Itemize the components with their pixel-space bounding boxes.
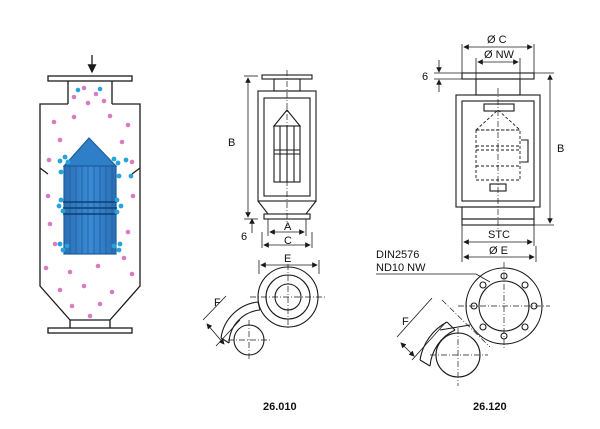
model-26120-dimensions — [376, 44, 554, 283]
particles-blue — [56, 86, 134, 253]
caption-26120: 26.120 — [473, 401, 507, 413]
housing-body — [39, 103, 141, 321]
top-flange — [47, 75, 133, 82]
flange-spec-line2: ND10 NW — [376, 262, 426, 274]
dim-6-label-26010: 6 — [241, 231, 247, 243]
model-26120-top-view — [396, 262, 550, 386]
dim-f-label-26120: F — [402, 316, 409, 328]
cutaway-illustration — [39, 55, 141, 334]
dim-e-label-26010: E — [284, 253, 291, 265]
model-26120-drawing — [455, 72, 541, 230]
dim-nw-label: Ø NW — [484, 49, 515, 61]
caption-26010: 26.010 — [263, 401, 297, 413]
dim-e-label-26120: Ø E — [489, 245, 508, 257]
dim-a-label: A — [284, 221, 292, 233]
model-26010-top-view — [202, 264, 326, 360]
dim-6-label-26120: 6 — [422, 71, 428, 83]
dim-c-label-26120: Ø C — [487, 34, 507, 46]
dim-stc-label: STC — [488, 229, 510, 241]
flange-spec-line1: DIN2576 — [376, 249, 419, 261]
dim-b-label-26010: B — [228, 137, 235, 149]
dim-f-label-26010: F — [214, 297, 221, 309]
model-26010-drawing — [257, 70, 317, 226]
filter-cartridge — [62, 137, 118, 255]
model-26010-dimensions — [244, 75, 320, 274]
particles-pink — [43, 85, 136, 319]
dim-c-label-26010: C — [284, 235, 292, 247]
dim-b-label-26120: B — [557, 143, 564, 155]
bottom-flange — [47, 327, 133, 334]
